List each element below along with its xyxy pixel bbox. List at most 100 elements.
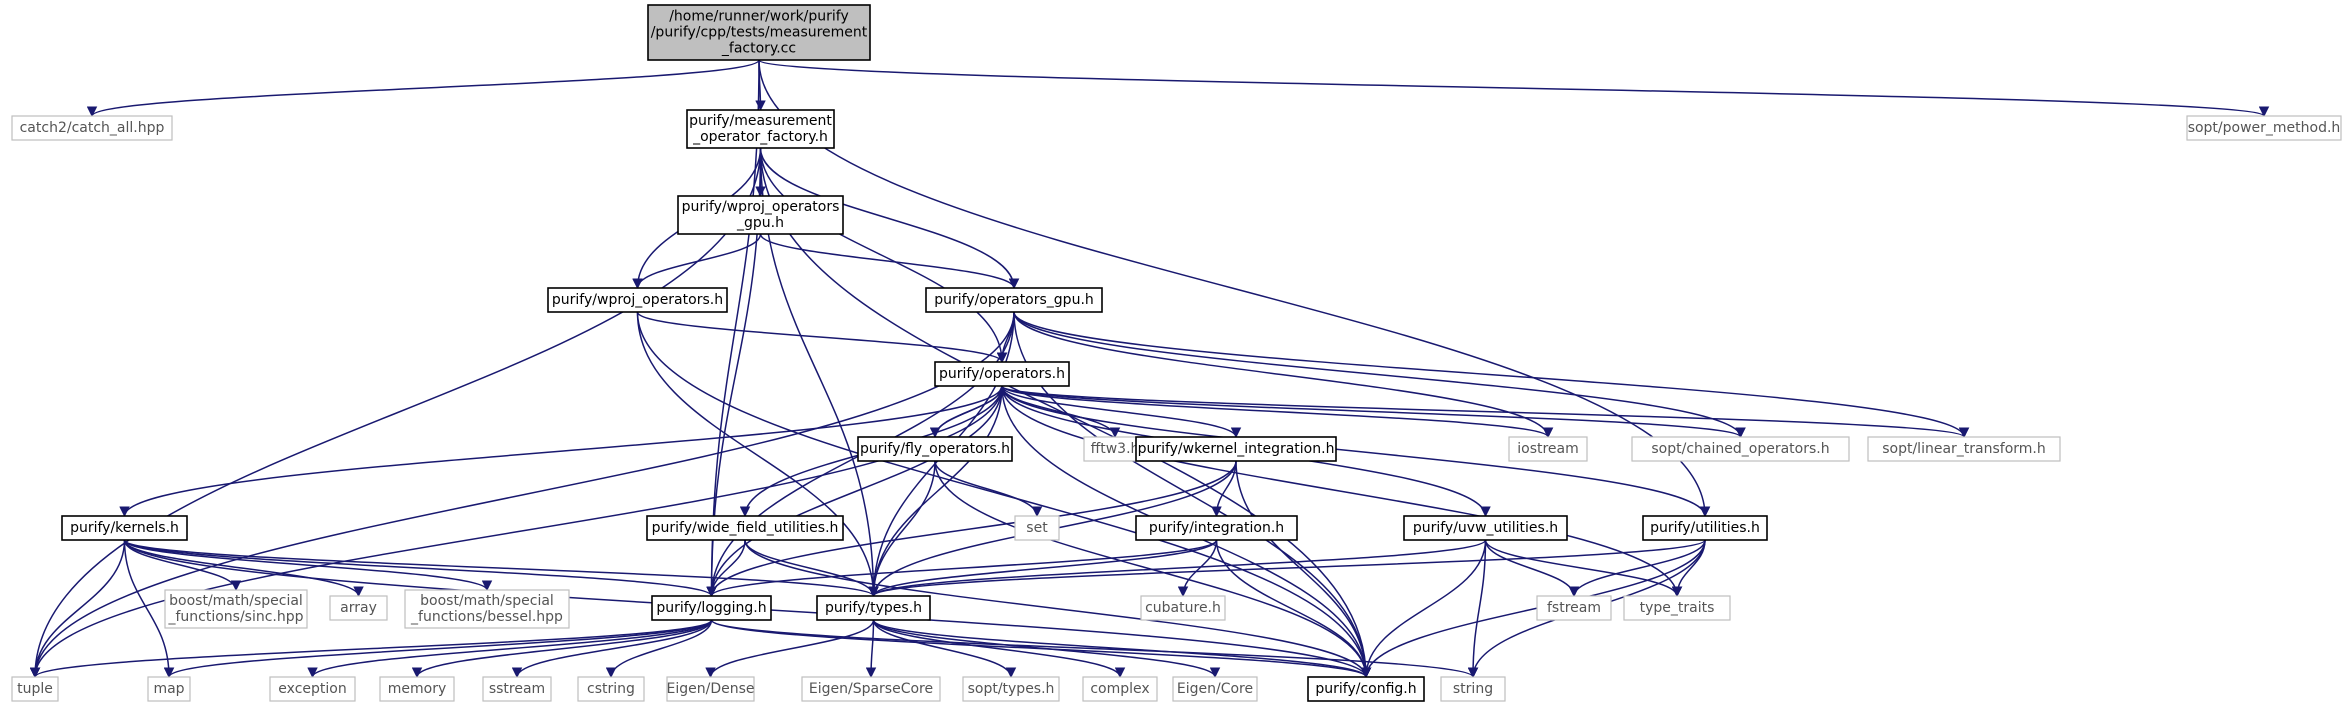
edge-ops-to-iostream: [1001, 385, 1554, 439]
node-box: [404, 589, 570, 629]
node-label: fstream: [1547, 600, 1601, 616]
node-box: [1135, 515, 1298, 541]
node-label: purify/config.h: [1315, 681, 1416, 697]
edge-root-to-power: [758, 59, 2269, 118]
node-complex[interactable]: complex: [1082, 676, 1158, 702]
node-eigen_sparse[interactable]: Eigen/SparseCore: [801, 676, 941, 702]
node-bessel[interactable]: boost/math/special_functions/bessel.hpp: [404, 589, 570, 629]
node-box: [1403, 515, 1568, 541]
node-box: [646, 515, 844, 541]
node-power[interactable]: sopt/power_method.h: [2186, 115, 2342, 141]
node-eigen_dense[interactable]: Eigen/Dense: [666, 676, 755, 702]
edge-integ-to-cubature: [1177, 539, 1218, 598]
node-label: _gpu.h: [736, 215, 784, 231]
node-root[interactable]: /home/runner/work/purify/purify/cpp/test…: [647, 4, 871, 61]
node-catch_all[interactable]: catch2/catch_all.hpp: [11, 115, 173, 141]
node-box: [164, 589, 308, 629]
node-label: fftw3.h: [1091, 441, 1140, 457]
edge-logging-to-string: [710, 619, 1478, 679]
edge-logging-to-map: [163, 619, 713, 679]
node-sinc[interactable]: boost/math/special_functions/sinc.hpp: [164, 589, 308, 629]
node-chained[interactable]: sopt/chained_operators.h: [1631, 436, 1850, 462]
node-box: [1508, 436, 1588, 462]
node-wkernel[interactable]: purify/wkernel_integration.h: [1135, 436, 1337, 462]
node-cubature[interactable]: cubature.h: [1140, 595, 1226, 621]
node-box: [801, 676, 941, 702]
node-sstream[interactable]: sstream: [482, 676, 552, 702]
node-integ[interactable]: purify/integration.h: [1135, 515, 1298, 541]
node-label: sstream: [489, 681, 545, 697]
node-box: [857, 436, 1013, 462]
node-label: Eigen/Dense: [667, 681, 755, 697]
node-opgpu[interactable]: purify/operators_gpu.h: [925, 287, 1103, 313]
edge-utils-to-type_traits: [1671, 539, 1706, 598]
node-memory[interactable]: memory: [379, 676, 455, 702]
edge-wkernel-to-logging: [706, 460, 1237, 598]
nodes-layer: /home/runner/work/purify/purify/cpp/test…: [11, 4, 2342, 702]
node-string[interactable]: string: [1440, 676, 1506, 702]
node-box: [547, 287, 728, 313]
edge-ops-to-logging: [706, 385, 1003, 598]
node-label: sopt/linear_transform.h: [1882, 441, 2046, 457]
node-label: /purify/cpp/tests/measurement: [651, 25, 868, 41]
node-box: [1623, 595, 1731, 621]
node-wproj[interactable]: purify/wproj_operators.h: [547, 287, 728, 313]
node-label: purify/measurement: [689, 113, 832, 129]
edge-wkernel-to-integ: [1211, 460, 1237, 518]
edge-ops-to-utils: [1001, 385, 1711, 518]
node-label: _operator_factory.h: [692, 129, 828, 145]
node-fstream[interactable]: fstream: [1536, 595, 1612, 621]
edge-kernels-to-logging: [123, 539, 717, 598]
node-box: [686, 109, 835, 149]
node-uvw[interactable]: purify/uvw_utilities.h: [1403, 515, 1568, 541]
node-kernels[interactable]: purify/kernels.h: [61, 515, 188, 541]
node-box: [329, 595, 388, 621]
node-box: [1014, 515, 1060, 541]
node-label: string: [1453, 681, 1493, 697]
node-label: purify/wproj_operators.h: [552, 292, 723, 308]
node-box: [577, 676, 645, 702]
node-fly[interactable]: purify/fly_operators.h: [857, 436, 1013, 462]
node-array[interactable]: array: [329, 595, 388, 621]
edge-fly-to-set: [934, 460, 1043, 518]
node-box: [1307, 676, 1425, 702]
node-label: iostream: [1517, 441, 1579, 457]
node-ops[interactable]: purify/operators.h: [934, 361, 1070, 387]
node-wpgpu[interactable]: purify/wproj_operators_gpu.h: [677, 195, 844, 235]
node-label: purify/logging.h: [656, 600, 766, 616]
edge-kernels-to-map: [123, 539, 175, 679]
node-mof[interactable]: purify/measurement_operator_factory.h: [686, 109, 835, 149]
node-type_traits[interactable]: type_traits: [1623, 595, 1731, 621]
node-wfu[interactable]: purify/wide_field_utilities.h: [646, 515, 844, 541]
node-label: Eigen/SparseCore: [809, 681, 933, 697]
edge-opgpu-to-linear: [1013, 311, 1970, 439]
node-label: catch2/catch_all.hpp: [20, 120, 165, 136]
node-exception[interactable]: exception: [269, 676, 356, 702]
edge-types-to-eigen_dense: [705, 619, 875, 679]
node-types[interactable]: purify/types.h: [816, 595, 931, 621]
node-box: [482, 676, 552, 702]
node-set[interactable]: set: [1014, 515, 1060, 541]
node-logging[interactable]: purify/logging.h: [651, 595, 772, 621]
node-iostream[interactable]: iostream: [1508, 436, 1588, 462]
node-label: exception: [278, 681, 346, 697]
edge-fly-to-types: [868, 460, 936, 598]
node-label: purify/wproj_operators: [682, 199, 840, 215]
node-config[interactable]: purify/config.h: [1307, 676, 1425, 702]
node-label: map: [153, 681, 184, 697]
node-box: [934, 361, 1070, 387]
edge-wfu-to-types: [744, 539, 879, 598]
node-label: set: [1026, 520, 1048, 536]
node-linear[interactable]: sopt/linear_transform.h: [1867, 436, 2061, 462]
node-label: cstring: [587, 681, 635, 697]
node-cstring[interactable]: cstring: [577, 676, 645, 702]
node-utils[interactable]: purify/utilities.h: [1642, 515, 1768, 541]
edge-wproj-to-types: [636, 311, 879, 598]
node-sopt_types[interactable]: sopt/types.h: [962, 676, 1060, 702]
node-tuple[interactable]: tuple: [11, 676, 59, 702]
edge-ops-to-chained: [1001, 385, 1746, 439]
node-eigen_core[interactable]: Eigen/Core: [1172, 676, 1258, 702]
node-label: Eigen/Core: [1177, 681, 1253, 697]
node-map[interactable]: map: [147, 676, 191, 702]
